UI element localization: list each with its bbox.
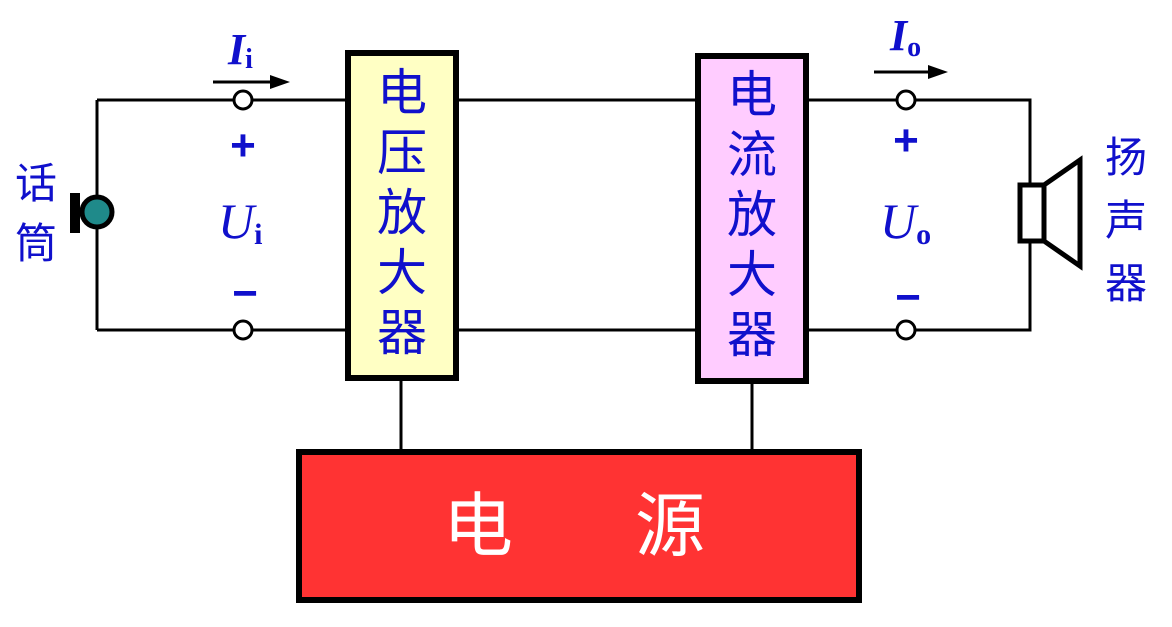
voltage-amplifier-char: 大 bbox=[377, 244, 427, 302]
speaker-label-3: 器 bbox=[1105, 259, 1147, 308]
voltage-amplifier-char: 器 bbox=[377, 304, 427, 362]
current-amplifier-char: 放 bbox=[727, 186, 777, 244]
voltage-amplifier-char: 压 bbox=[377, 124, 427, 182]
output-bottom-wire bbox=[808, 242, 1032, 332]
output-minus-sign: − bbox=[895, 273, 921, 322]
input-current-arrow bbox=[213, 75, 290, 89]
input-minus-sign: − bbox=[232, 269, 258, 318]
input-terminal-bottom bbox=[232, 319, 254, 341]
power-supply-block bbox=[296, 449, 862, 603]
circuit-wires bbox=[95, 98, 1032, 452]
output-top-wire bbox=[808, 98, 1032, 183]
current-amplifier-label: 电 流 放 大 器 bbox=[727, 66, 777, 364]
input-plus-sign: + bbox=[230, 121, 256, 170]
current-amplifier-block bbox=[695, 53, 809, 384]
power-supply-label-left: 电 bbox=[443, 485, 513, 567]
voltage-amplifier-char: 电 bbox=[377, 64, 427, 122]
microphone-icon bbox=[70, 193, 115, 233]
microphone-head bbox=[79, 194, 115, 230]
input-current-label: Ii bbox=[227, 25, 253, 75]
output-terminal-bottom bbox=[895, 319, 917, 341]
input-voltage-label: Ui bbox=[218, 193, 262, 251]
output-current-arrow bbox=[874, 65, 948, 79]
output-plus-sign: + bbox=[893, 116, 919, 165]
voltage-amplifier-block bbox=[345, 50, 459, 381]
current-amplifier-char: 电 bbox=[727, 66, 777, 124]
output-voltage-label: Uo bbox=[880, 193, 931, 251]
microphone-label-2: 筒 bbox=[15, 219, 57, 268]
power-supply-label-right: 源 bbox=[635, 485, 705, 567]
speaker-icon bbox=[1017, 155, 1083, 271]
output-terminal-top bbox=[895, 89, 917, 111]
speaker-label-1: 扬 bbox=[1105, 133, 1147, 182]
output-current-label: Io bbox=[889, 11, 921, 63]
current-amplifier-char: 大 bbox=[727, 246, 777, 304]
voltage-amplifier-label: 电 压 放 大 器 bbox=[377, 64, 427, 362]
microphone-label-1: 话 bbox=[15, 159, 57, 208]
current-amplifier-char: 流 bbox=[727, 126, 777, 184]
input-terminal-top bbox=[232, 89, 254, 111]
current-amplifier-char: 器 bbox=[727, 306, 777, 364]
voltage-amplifier-char: 放 bbox=[377, 184, 427, 242]
speaker-label-2: 声 bbox=[1105, 196, 1147, 245]
